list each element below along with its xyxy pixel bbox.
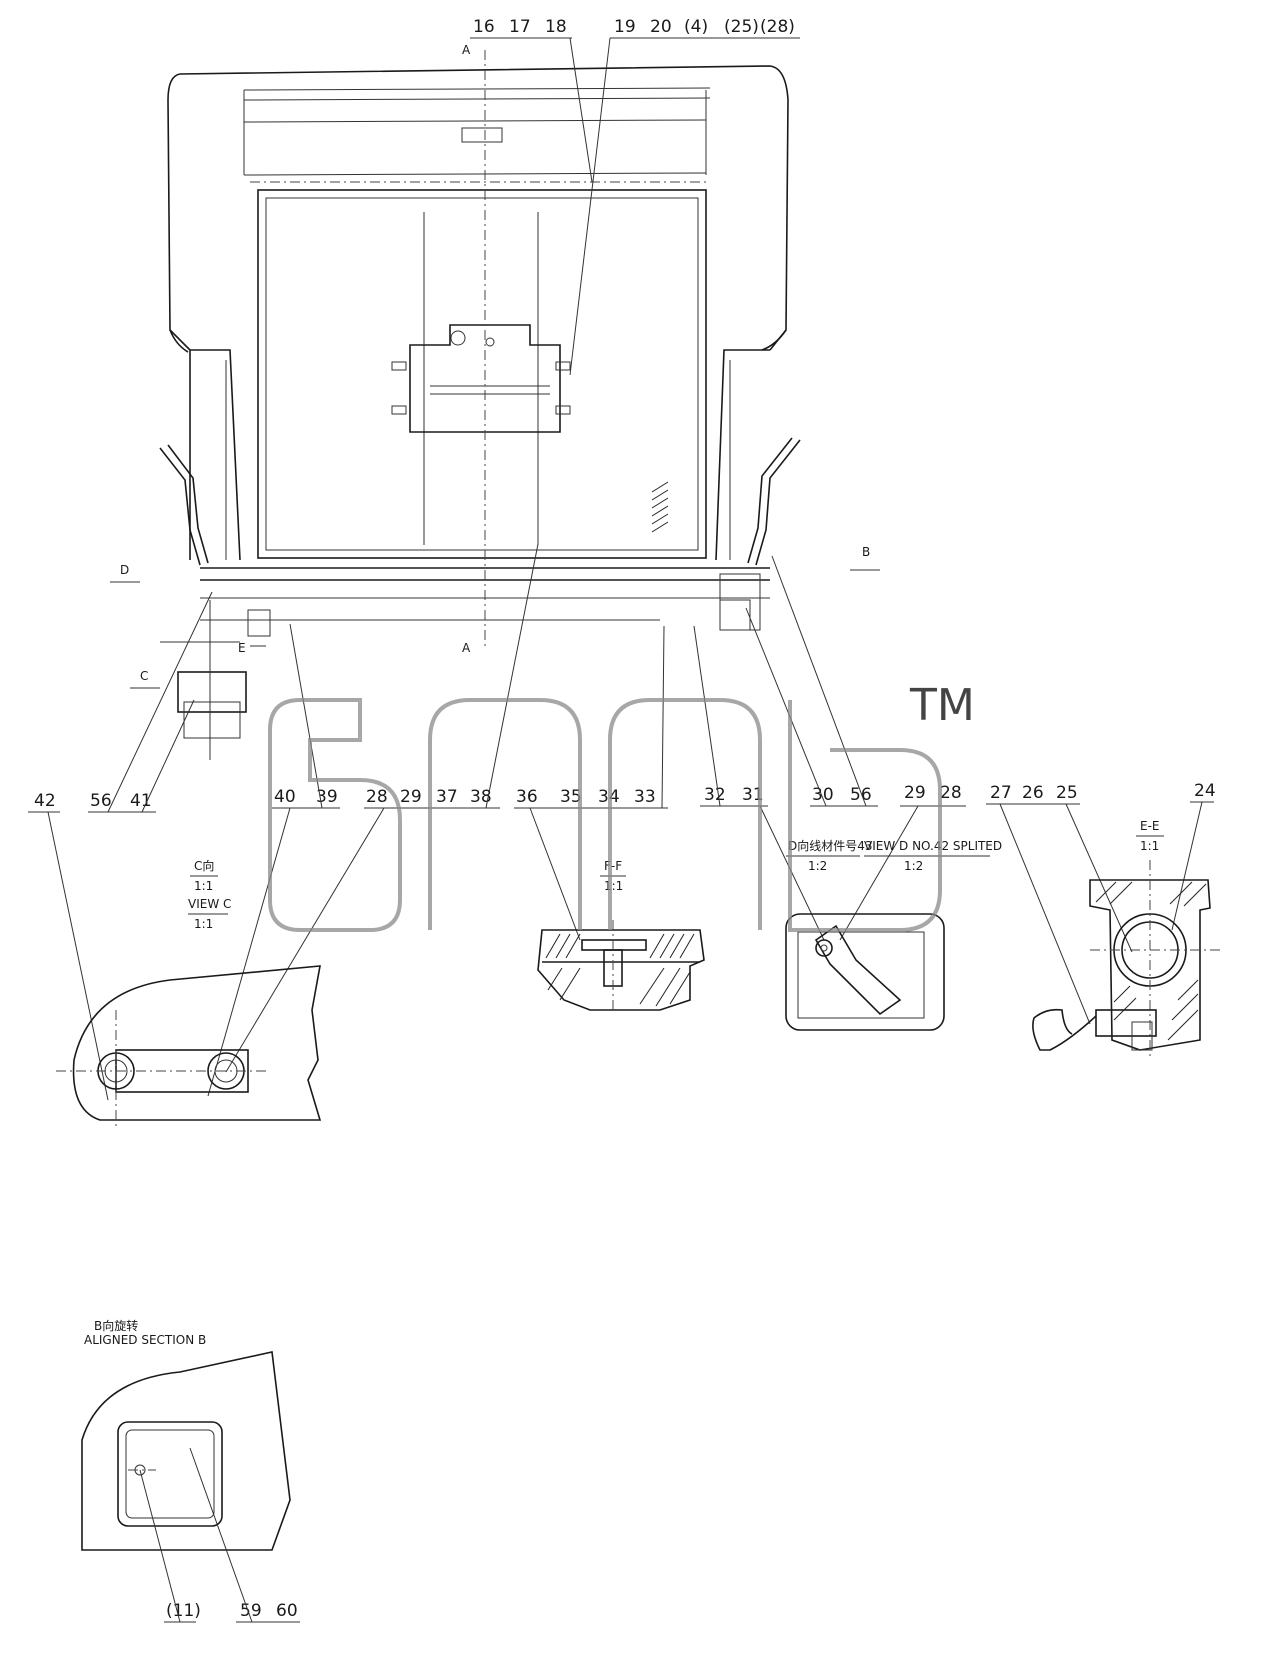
watermark-tm: TM <box>909 680 975 731</box>
callout-20: 20 <box>650 17 672 37</box>
section-mark-a-top: A <box>462 43 471 57</box>
callout-42: 42 <box>34 791 56 811</box>
callout-37: 37 <box>436 787 458 807</box>
section-mark-a-bottom: A <box>462 641 471 655</box>
view-d-scale1: 1:2 <box>808 859 827 873</box>
view-d-scale2: 1:2 <box>904 859 923 873</box>
view-c-scale1: 1:1 <box>194 879 213 893</box>
callout-4-ref: (4) <box>684 17 708 37</box>
callout-11-ref: (11) <box>166 1601 201 1621</box>
section-ee-title: E-E <box>1140 819 1160 833</box>
watermark-logo: TM <box>268 680 975 932</box>
view-d: D向线材件号43 1:2 VIEW D NO.42 SPLITED 1:2 <box>785 838 1002 1031</box>
view-c-cn: C向 <box>194 858 214 873</box>
callout-27: 27 <box>990 783 1012 803</box>
callout-56-right: 56 <box>850 785 872 805</box>
callout-41: 41 <box>130 791 152 811</box>
callout-59: 59 <box>240 1601 262 1621</box>
aligned-section-en: ALIGNED SECTION B <box>84 1333 206 1347</box>
callout-26: 26 <box>1022 783 1044 803</box>
callout-18: 18 <box>545 17 567 37</box>
view-c: C向 1:1 VIEW C 1:1 <box>56 858 322 1130</box>
section-ff-scale: 1:1 <box>604 879 623 893</box>
aligned-section-b: B向旋转 ALIGNED SECTION B (11) 59 60 <box>81 1318 300 1623</box>
callouts-top: 16 17 18 19 20 (4) (25) (28) <box>470 17 800 376</box>
callout-24: 24 <box>1194 781 1216 801</box>
view-c-en: VIEW C <box>188 897 231 911</box>
callout-25-ref: (25) <box>724 17 759 37</box>
callout-28-ref: (28) <box>760 17 795 37</box>
callout-36: 36 <box>516 787 538 807</box>
section-markers: A A B D C E <box>110 43 880 689</box>
section-ee-scale: 1:1 <box>1140 839 1159 853</box>
section-mark-c: C <box>140 669 148 683</box>
cab-assembly <box>159 50 801 760</box>
section-ff: F-F 1:1 <box>537 859 705 1011</box>
callout-38: 38 <box>470 787 492 807</box>
section-ff-title: F-F <box>604 859 622 873</box>
view-c-scale2: 1:1 <box>194 917 213 931</box>
callout-17: 17 <box>509 17 531 37</box>
callout-56-left: 56 <box>90 791 112 811</box>
section-ee: 27 26 25 24 E-E 1:1 <box>986 781 1220 1060</box>
callout-60: 60 <box>276 1601 298 1621</box>
view-d-en: VIEW D NO.42 SPLITED <box>864 839 1002 853</box>
view-d-cn: D向线材件号43 <box>788 838 873 853</box>
callout-19: 19 <box>614 17 636 37</box>
callout-28-mid: 28 <box>366 787 388 807</box>
callout-28-right: 28 <box>940 783 962 803</box>
section-mark-b: B <box>862 545 870 559</box>
callout-32: 32 <box>704 785 726 805</box>
callout-25: 25 <box>1056 783 1078 803</box>
section-mark-e: E <box>238 641 246 655</box>
callouts-mid: 42 56 41 40 39 28 29 37 38 36 35 34 33 3… <box>28 543 966 1101</box>
callout-35: 35 <box>560 787 582 807</box>
callout-16: 16 <box>473 17 495 37</box>
aligned-section-cn: B向旋转 <box>94 1318 138 1333</box>
callout-29-mid: 29 <box>400 787 422 807</box>
callout-33: 33 <box>634 787 656 807</box>
callout-29-right: 29 <box>904 783 926 803</box>
callout-40: 40 <box>274 787 296 807</box>
section-mark-d: D <box>120 563 129 577</box>
callout-30: 30 <box>812 785 834 805</box>
